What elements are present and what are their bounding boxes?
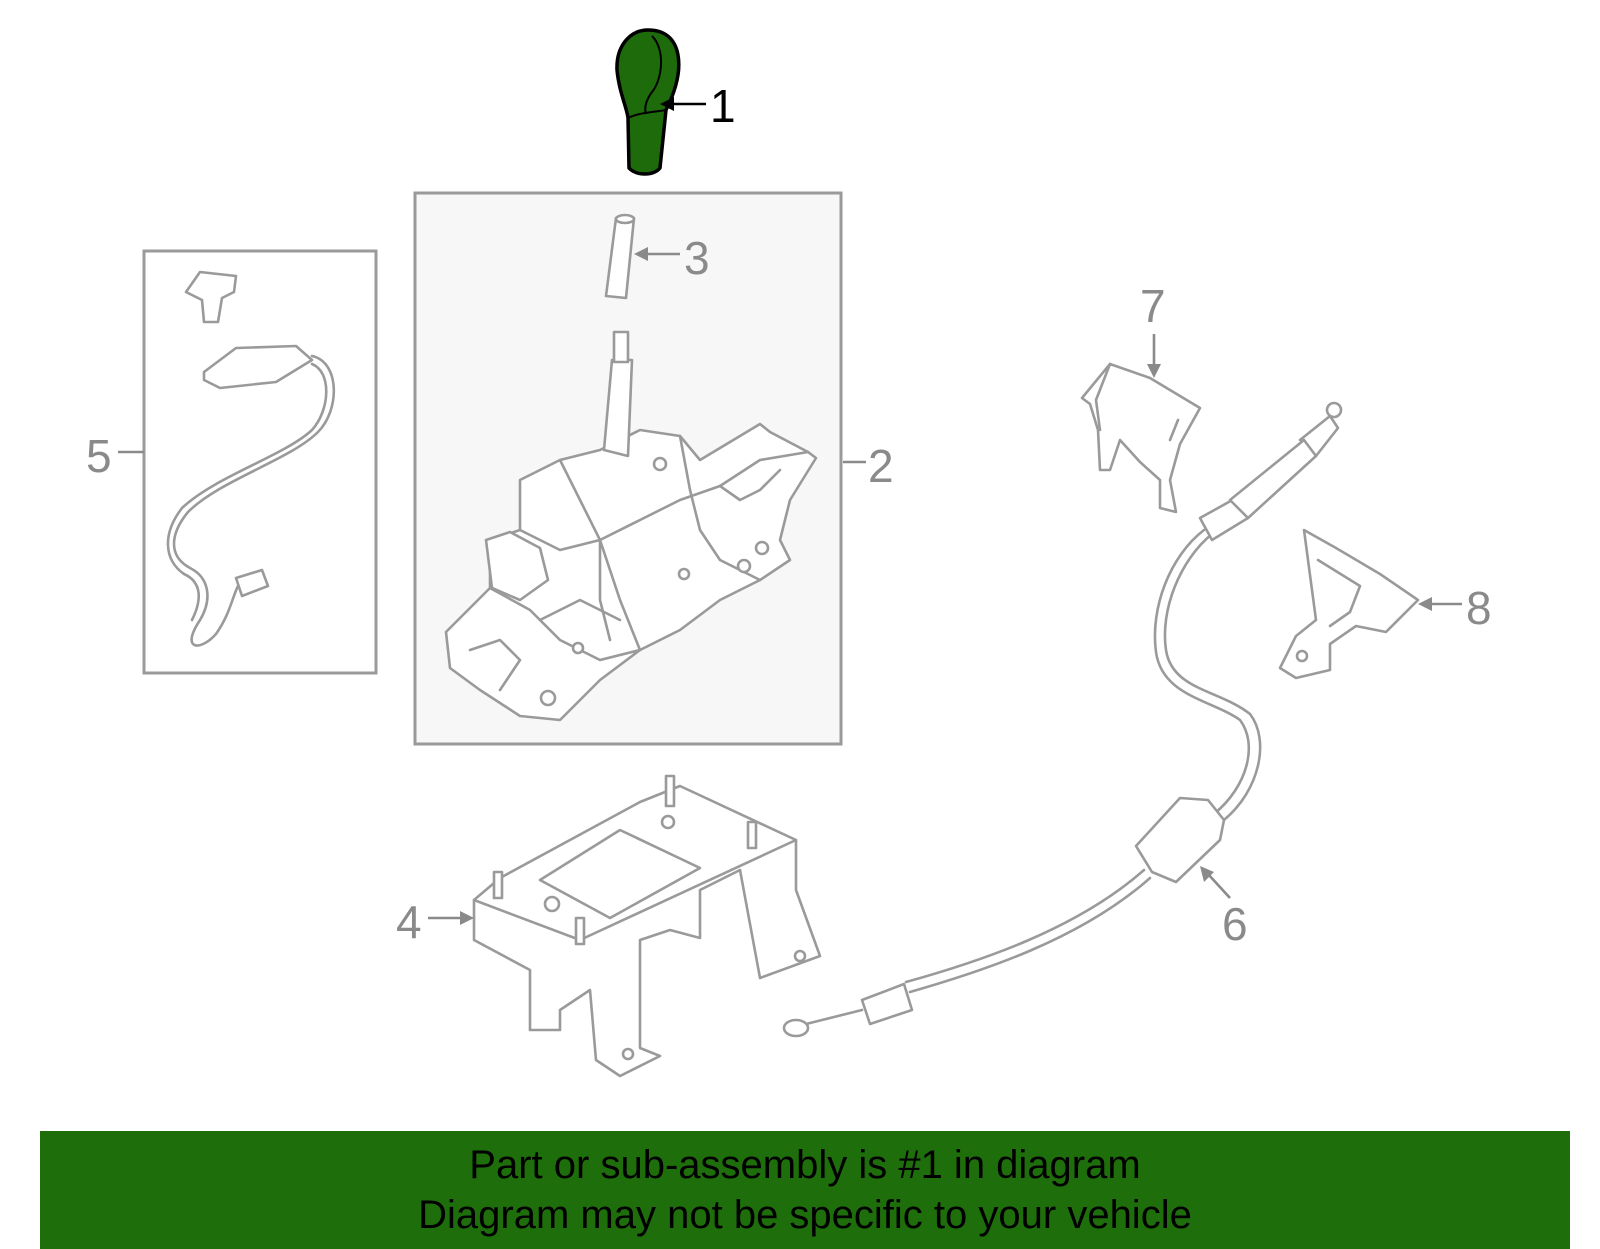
- callout-label-5: 5: [86, 430, 112, 482]
- callout-8: 8: [1418, 582, 1492, 634]
- part-1-shift-knob[interactable]: [615, 28, 681, 176]
- callout-1: 1: [660, 80, 736, 132]
- callout-2: 2: [843, 440, 894, 492]
- part-2-shifter-assembly[interactable]: [444, 330, 818, 722]
- callout-3: 3: [634, 232, 710, 284]
- callout-label-4: 4: [396, 896, 422, 948]
- callout-label-7: 7: [1140, 280, 1166, 332]
- part-3-sleeve[interactable]: [604, 213, 636, 300]
- part-4-bracket[interactable]: [472, 774, 822, 1078]
- part-8-bracket[interactable]: [1278, 528, 1420, 680]
- callout-label-8: 8: [1466, 582, 1492, 634]
- callout-4: 4: [396, 896, 474, 948]
- part-5-wiring-harness[interactable]: [166, 270, 336, 647]
- callout-7: 7: [1140, 280, 1166, 378]
- banner-line-1: Part or sub-assembly is #1 in diagram: [469, 1143, 1141, 1187]
- info-banner: Part or sub-assembly is #1 in diagram Di…: [40, 1131, 1570, 1249]
- part-6-shift-cable[interactable]: [782, 401, 1343, 1038]
- callout-6: 6: [1200, 866, 1248, 950]
- callout-label-3: 3: [684, 232, 710, 284]
- callout-label-6: 6: [1222, 898, 1248, 950]
- part-7-bracket[interactable]: [1080, 362, 1202, 514]
- banner-line-2: Diagram may not be specific to your vehi…: [418, 1193, 1192, 1237]
- callout-5: 5: [86, 430, 144, 482]
- callout-label-2: 2: [868, 440, 894, 492]
- callout-label-1: 1: [710, 80, 736, 132]
